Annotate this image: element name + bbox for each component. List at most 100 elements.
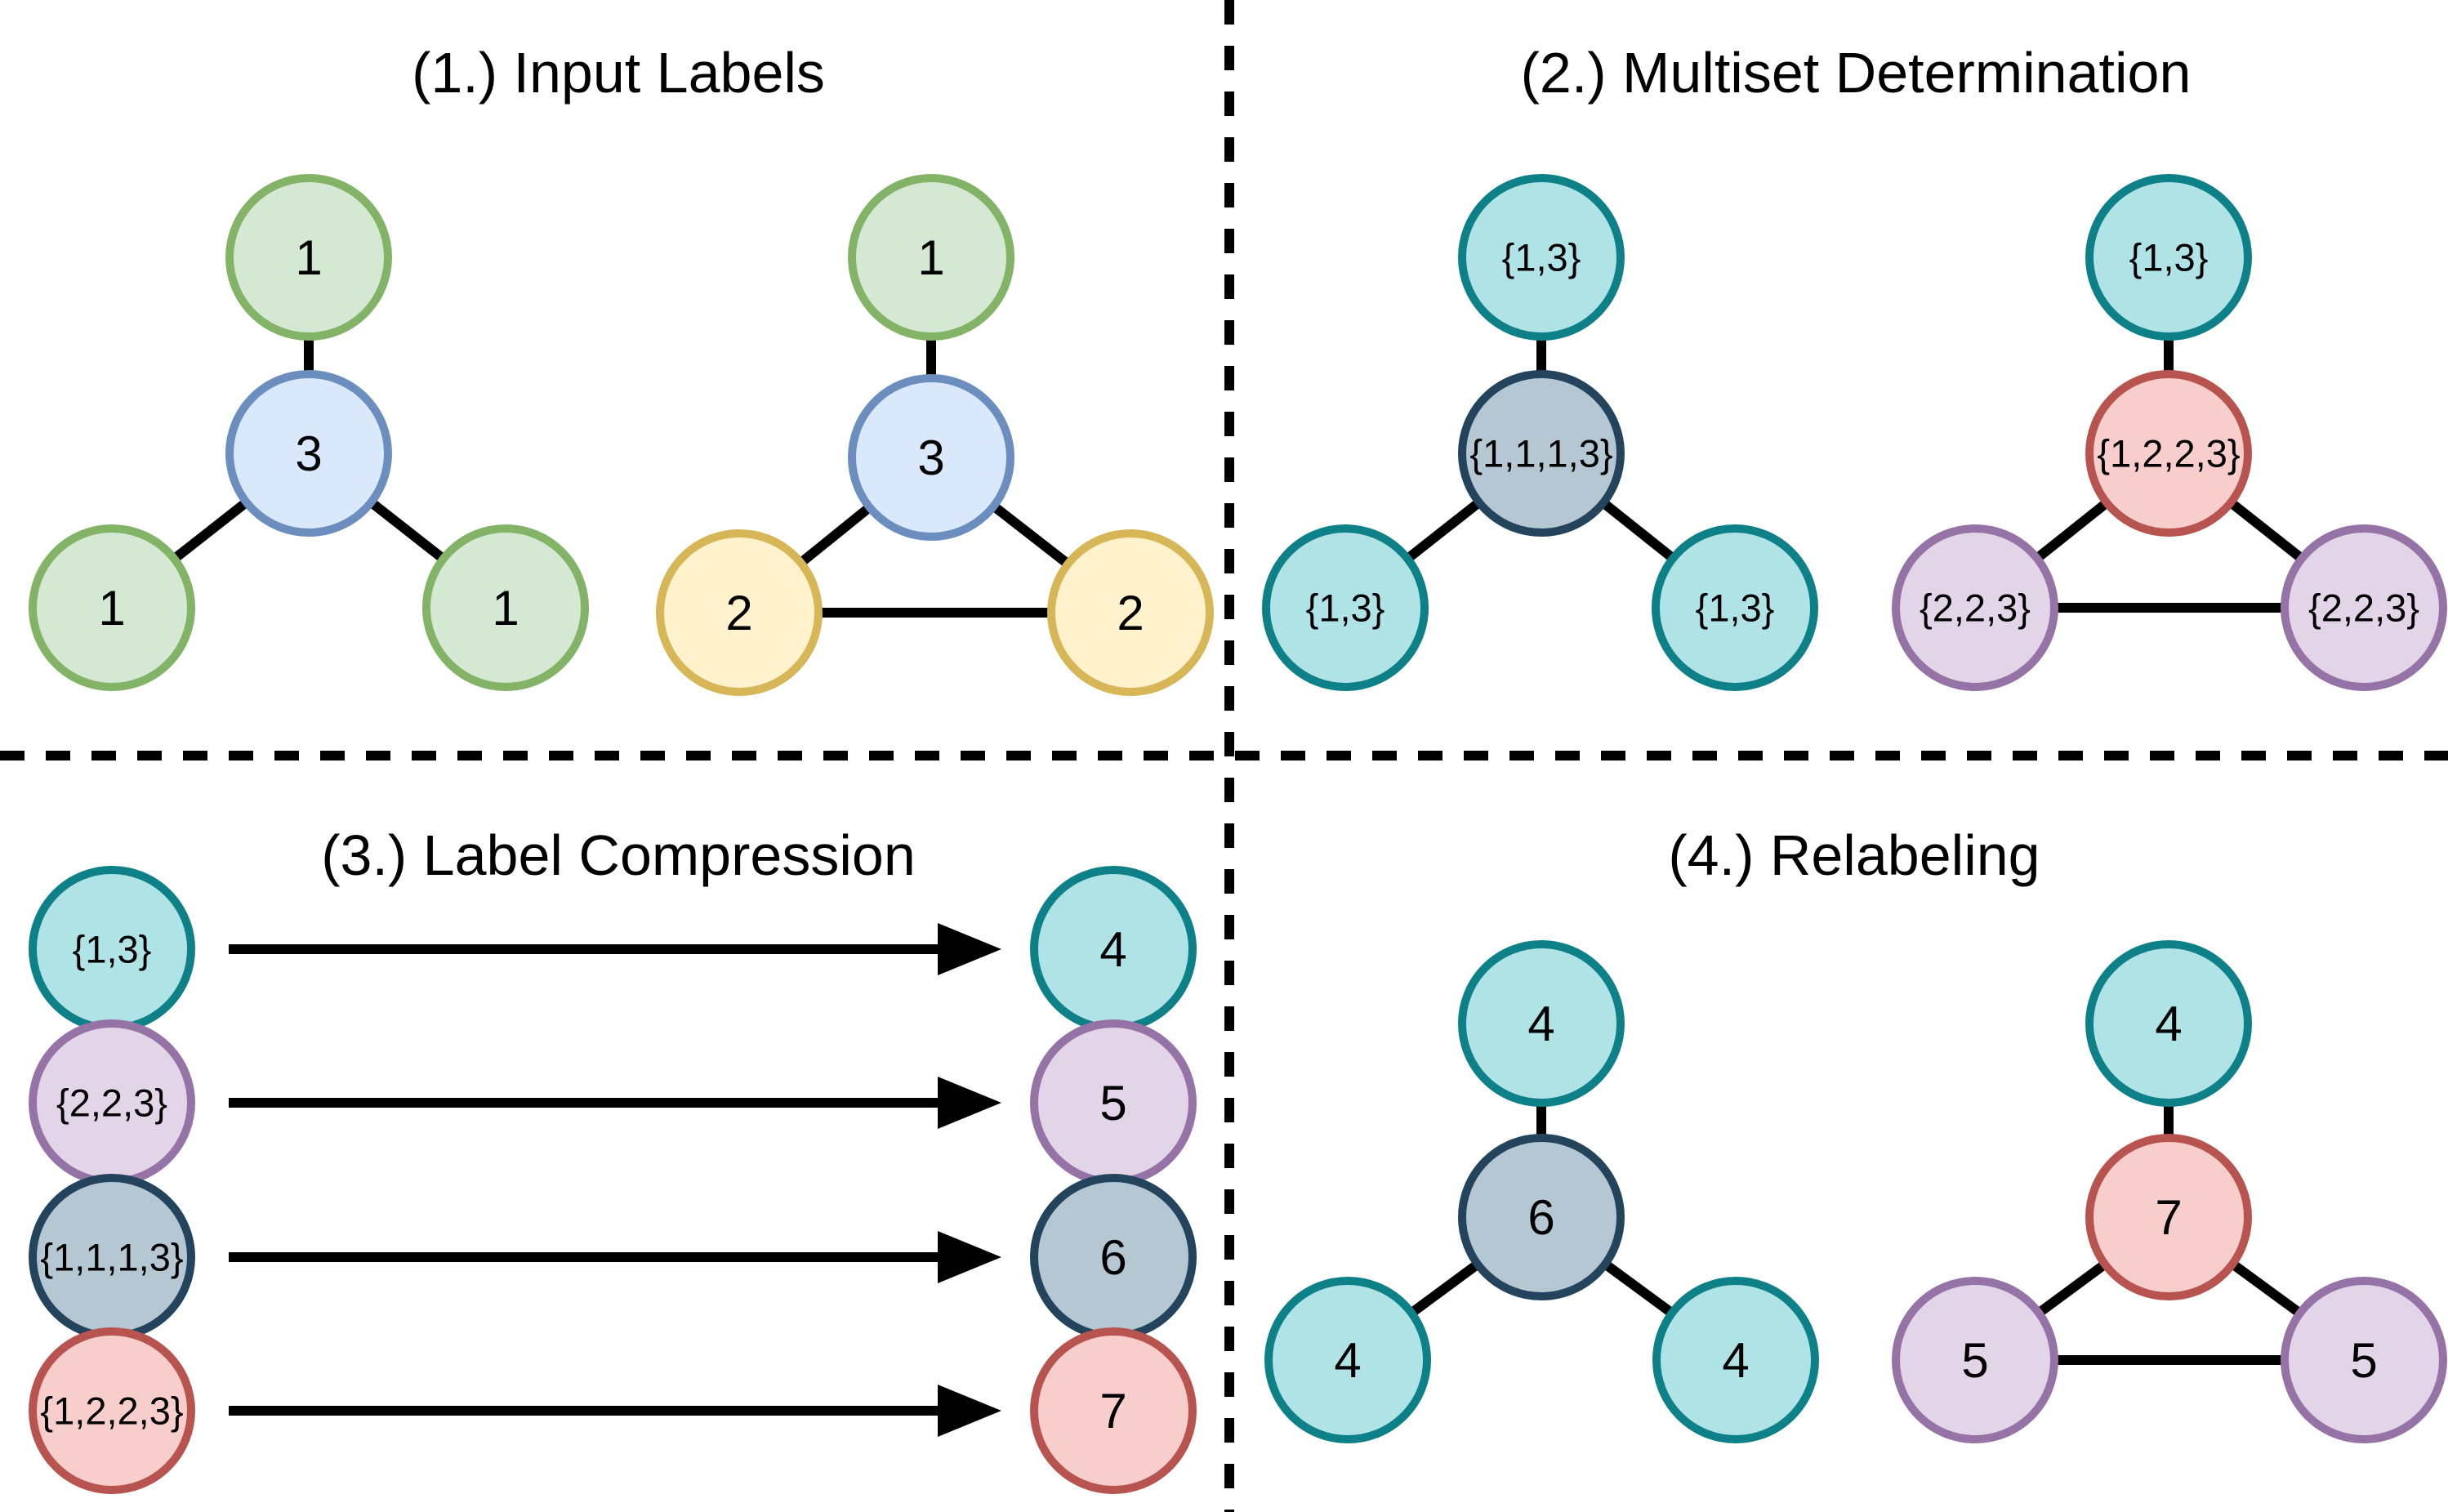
node-circle [1652, 524, 1818, 691]
graph-node-compression-from: {2,2,3} [29, 1019, 195, 1186]
node-label: 3 [295, 426, 322, 481]
graph-node-input-labels: 3 [848, 374, 1014, 541]
graph-node-input-labels: 1 [848, 174, 1014, 341]
node-circle [656, 529, 823, 696]
diagram-content: 1 3 1 1 1 3 2 2 {1,3} {1,1,1,3} {1,3} {1,3} {1,3} {1,… [29, 174, 2447, 1494]
node-circle [1458, 174, 1625, 341]
node-label: {2,2,3} [2308, 586, 2419, 629]
graph-node-input-labels: 1 [422, 524, 589, 691]
node-circle [1262, 524, 1429, 691]
node-label: {1,3} [1306, 586, 1385, 629]
node-label: 6 [1099, 1230, 1126, 1285]
node-circle [2085, 940, 2252, 1107]
node-label: 4 [1527, 997, 1554, 1051]
graph-node-relabeling: 6 [1458, 1134, 1625, 1300]
node-label: 4 [1334, 1333, 1361, 1388]
graph-node-input-labels: 2 [656, 529, 823, 696]
mapping-arrowhead-icon [938, 1231, 1001, 1283]
graph-node-input-labels: 1 [29, 524, 195, 691]
node-circle [1892, 1277, 2058, 1443]
node-label: {1,1,1,3} [40, 1235, 183, 1278]
mapping-arrowhead-icon [938, 1385, 1001, 1437]
graph-node-multiset-determination: {1,1,1,3} [1458, 370, 1625, 537]
graph-node-compression-to: 7 [1030, 1327, 1197, 1494]
graph-node-relabeling: 4 [1458, 940, 1625, 1107]
node-label: 2 [725, 586, 752, 640]
node-circle [1892, 524, 2058, 691]
node-label: {1,3} [1502, 235, 1581, 279]
panel-title-multiset-determination: (2.) Multiset Determination [1521, 41, 2192, 105]
node-label: 7 [2155, 1190, 2182, 1245]
node-circle [848, 174, 1014, 341]
node-label: 7 [1099, 1384, 1126, 1438]
node-label: {1,2,2,3} [40, 1389, 183, 1432]
graph-node-compression-from: {1,1,1,3} [29, 1174, 195, 1340]
node-circle [225, 174, 392, 341]
node-label: 5 [2350, 1333, 2377, 1388]
node-circle [848, 374, 1014, 541]
node-circle [2281, 524, 2447, 691]
node-label: {1,3} [73, 927, 152, 970]
node-label: {2,2,3} [1920, 586, 2031, 629]
graph-node-compression-to: 4 [1030, 866, 1197, 1033]
graph-node-relabeling: 4 [2085, 940, 2252, 1107]
node-circle [2281, 1277, 2447, 1443]
node-label: 1 [295, 230, 322, 285]
graph-node-multiset-determination: {1,3} [1262, 524, 1429, 691]
node-label: {1,1,1,3} [1469, 431, 1612, 475]
node-label: 4 [1722, 1333, 1749, 1388]
graph-node-compression-to: 5 [1030, 1019, 1197, 1186]
panel-title-relabeling: (4.) Relabeling [1668, 823, 2040, 887]
graph-node-relabeling: 5 [1892, 1277, 2058, 1443]
panel-title-label-compression: (3.) Label Compression [321, 823, 916, 887]
node-circle [1652, 1277, 1819, 1443]
node-circle [1264, 1277, 1431, 1443]
node-circle [422, 524, 589, 691]
graph-node-relabeling: 7 [2085, 1134, 2252, 1300]
mapping-arrowhead-icon [938, 1077, 1001, 1129]
panel-title-input-labels: (1.) Input Labels [412, 41, 825, 105]
node-circle [2085, 174, 2252, 341]
graph-node-multiset-determination: {2,2,3} [2281, 524, 2447, 691]
node-label: {2,2,3} [56, 1081, 167, 1124]
node-label: 3 [917, 430, 944, 485]
graph-node-input-labels: 1 [225, 174, 392, 341]
node-label: 2 [1117, 586, 1144, 640]
node-circle [1030, 1327, 1197, 1494]
node-circle [1458, 370, 1625, 537]
graph-node-relabeling: 4 [1264, 1277, 1431, 1443]
graph-node-compression-from: {1,2,2,3} [29, 1327, 195, 1494]
mapping-arrowhead-icon [938, 923, 1001, 975]
node-label: 4 [2155, 997, 2182, 1051]
node-circle [29, 1327, 195, 1494]
node-label: {1,3} [1696, 586, 1775, 629]
node-label: 1 [98, 581, 125, 636]
node-label: 6 [1527, 1190, 1554, 1245]
graph-node-relabeling: 5 [2281, 1277, 2447, 1443]
node-label: 5 [1961, 1333, 1988, 1388]
node-circle [225, 370, 392, 537]
graph-node-compression-from: {1,3} [29, 866, 195, 1033]
node-circle [1458, 1134, 1625, 1300]
graph-node-compression-to: 6 [1030, 1174, 1197, 1340]
node-label: 5 [1099, 1076, 1126, 1131]
node-circle [2085, 1134, 2252, 1300]
node-circle [1047, 529, 1214, 696]
node-circle [1458, 940, 1625, 1107]
node-label: 4 [1099, 922, 1126, 977]
node-label: {1,2,2,3} [2097, 431, 2240, 475]
graph-node-multiset-determination: {2,2,3} [1892, 524, 2058, 691]
graph-node-multiset-determination: {1,2,2,3} [2085, 370, 2252, 537]
node-label: 1 [492, 581, 519, 636]
graph-node-multiset-determination: {1,3} [2085, 174, 2252, 341]
graph-node-multiset-determination: {1,3} [1458, 174, 1625, 341]
graph-node-input-labels: 2 [1047, 529, 1214, 696]
node-label: {1,3} [2129, 235, 2209, 279]
node-circle [29, 524, 195, 691]
graph-node-multiset-determination: {1,3} [1652, 524, 1818, 691]
graph-node-relabeling: 4 [1652, 1277, 1819, 1443]
graph-node-input-labels: 3 [225, 370, 392, 537]
node-label: 1 [917, 230, 944, 285]
